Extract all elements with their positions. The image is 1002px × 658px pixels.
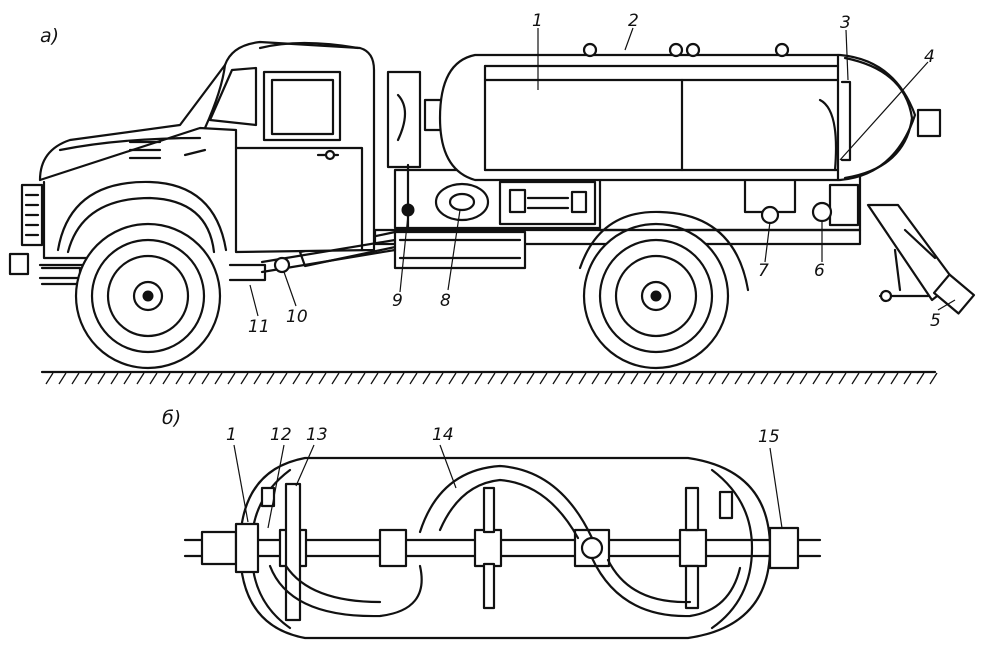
shaft xyxy=(183,522,822,574)
callout-13: 13 xyxy=(306,425,328,445)
callout-2: 2 xyxy=(628,11,639,31)
callout-b-1: 1 xyxy=(226,425,237,445)
drive-shaft xyxy=(228,238,397,282)
callout-7: 7 xyxy=(758,261,769,281)
tank-section-view: б) 1 12 13 14 15 xyxy=(162,407,822,640)
callout-14: 14 xyxy=(432,425,454,445)
tank xyxy=(438,42,942,182)
callout-6: 6 xyxy=(814,261,825,281)
paddles xyxy=(260,482,734,622)
callout-12: 12 xyxy=(270,425,292,445)
cab xyxy=(8,40,376,286)
callout-4: 4 xyxy=(924,47,935,67)
callout-9: 9 xyxy=(392,291,403,311)
callout-15: 15 xyxy=(758,427,780,447)
equipment-boxes xyxy=(393,168,862,270)
side-view: а) 1 2 3 4 5 6 7 8 9 10 11 xyxy=(8,11,976,385)
leader-lines-a xyxy=(249,27,956,317)
callout-5: 5 xyxy=(930,311,941,331)
leader-lines-b xyxy=(233,444,783,529)
callout-3: 3 xyxy=(840,13,851,33)
callout-8: 8 xyxy=(440,291,451,311)
section-b-label: б) xyxy=(162,407,181,429)
blower-housing xyxy=(386,70,447,232)
section-a-label: а) xyxy=(40,25,59,47)
callout-1: 1 xyxy=(532,11,543,31)
callout-11: 11 xyxy=(248,317,270,337)
spiral-blades xyxy=(268,464,742,618)
rear-wheel xyxy=(578,210,750,370)
ground-line xyxy=(40,370,938,385)
discharge-pipe xyxy=(866,203,976,315)
callout-10: 10 xyxy=(286,307,308,327)
front-wheel xyxy=(56,180,228,370)
